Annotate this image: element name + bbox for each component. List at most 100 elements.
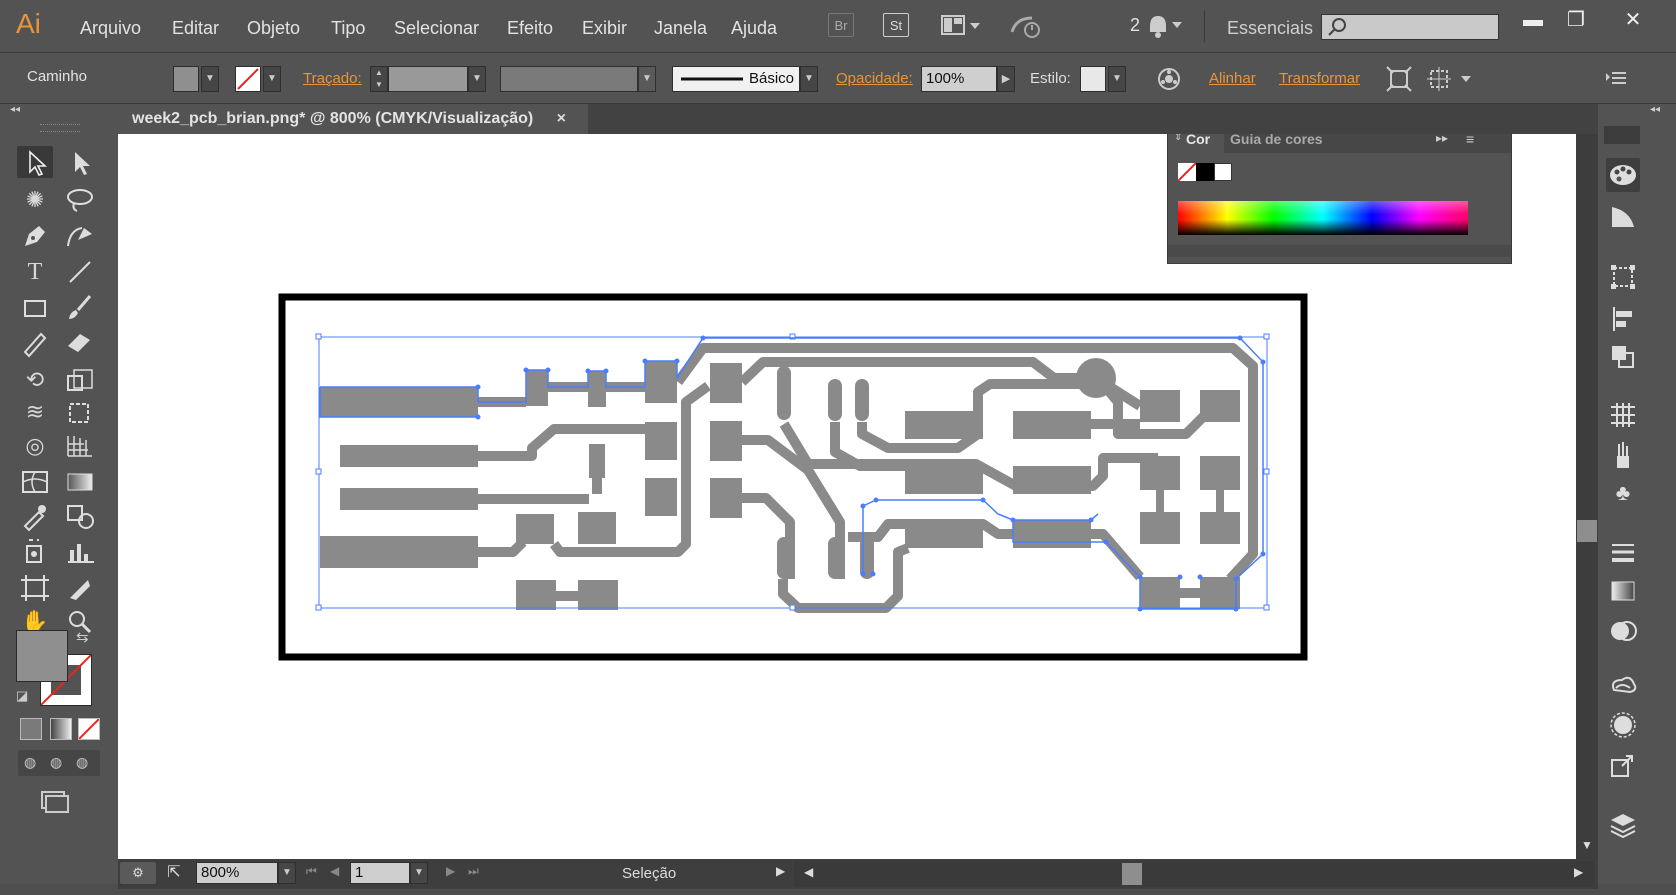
swatches-panel-icon[interactable] — [1606, 398, 1640, 432]
cc-libraries-icon[interactable] — [1606, 668, 1640, 702]
scroll-down-icon[interactable]: ▼ — [1581, 838, 1593, 852]
fill-dropdown[interactable]: ▼ — [201, 66, 219, 92]
shape-builder-tool-icon[interactable]: ◎ — [25, 433, 45, 458]
expand-panel-icon[interactable]: ▸▸ — [1436, 134, 1449, 145]
curvature-tool-icon[interactable] — [62, 220, 98, 252]
brush-definition-field[interactable]: Básico — [672, 66, 800, 92]
menu-efeito[interactable]: Efeito — [507, 18, 554, 38]
vertical-scrollbar[interactable]: ▼ — [1576, 134, 1598, 859]
artboard-canvas[interactable]: ⇕ Cor Guia de cores ▸▸ ≡ — [118, 134, 1576, 859]
line-segment-tool-icon[interactable] — [62, 256, 98, 288]
close-tab-icon[interactable]: × — [556, 110, 566, 127]
arrange-documents-icon[interactable] — [940, 13, 986, 39]
stroke-weight-field[interactable] — [388, 66, 468, 92]
none-mode-icon[interactable] — [78, 718, 100, 740]
artboard-number-input[interactable]: 1 — [350, 862, 410, 884]
menu-janela[interactable]: Janela — [654, 18, 708, 38]
document-tab[interactable]: week2_pcb_brian.png* @ 800% (CMYK/Visual… — [118, 104, 588, 134]
symbols-panel-icon[interactable]: ♣ — [1615, 480, 1631, 505]
gradient-panel-icon[interactable] — [1606, 574, 1640, 608]
dock-grip[interactable] — [1604, 126, 1640, 144]
swap-fill-stroke-icon[interactable]: ⇆ — [76, 629, 89, 646]
menu-tipo[interactable]: Tipo — [331, 18, 366, 38]
align-panel-icon[interactable] — [1606, 302, 1640, 336]
artboard-dropdown[interactable]: ▼ — [410, 862, 428, 884]
gradient-tool-icon[interactable] — [62, 466, 98, 498]
transform-link[interactable]: Transformar — [1279, 70, 1361, 87]
artboard-tool-icon[interactable] — [17, 572, 53, 604]
previous-artboard-icon[interactable]: ◀ — [330, 864, 340, 878]
width-profile-dropdown[interactable]: ▼ — [638, 66, 656, 92]
tab-color-guide[interactable]: Guia de cores — [1230, 134, 1323, 147]
magic-wand-tool-icon[interactable]: ✺ — [25, 187, 45, 212]
gradient-mode-icon[interactable] — [50, 718, 72, 740]
style-dropdown[interactable]: ▼ — [1108, 66, 1126, 92]
appearance-panel-icon[interactable] — [1606, 708, 1640, 742]
hand-tool-icon[interactable]: ✋ — [21, 609, 49, 634]
gpu-performance-icon[interactable]: ⚙ — [120, 862, 156, 884]
stroke-swatch[interactable] — [235, 66, 261, 92]
draw-behind-icon[interactable]: ◍ — [50, 754, 63, 770]
share-icon[interactable]: ⇱ — [167, 864, 181, 881]
first-artboard-icon[interactable]: ⏮ — [306, 864, 317, 878]
none-swatch[interactable] — [1177, 162, 1197, 182]
scale-tool-icon[interactable] — [62, 364, 98, 396]
scroll-right-icon[interactable]: ▶ — [1574, 865, 1584, 879]
select-similar-icon[interactable] — [1425, 65, 1475, 93]
slice-tool-icon[interactable] — [62, 572, 98, 604]
free-transform-tool-icon[interactable] — [62, 396, 98, 428]
fill-color-front[interactable] — [16, 630, 68, 682]
paintbrush-tool-icon[interactable] — [62, 292, 98, 324]
color-mode-icon[interactable] — [20, 718, 42, 740]
menu-selecionar[interactable]: Selecionar — [394, 18, 480, 38]
stroke-panel-icon[interactable] — [1606, 536, 1640, 570]
collapse-tools-icon[interactable]: ◂◂ — [10, 104, 21, 115]
transform-panel-icon[interactable] — [1606, 260, 1640, 294]
menu-arquivo[interactable]: Arquivo — [80, 18, 142, 38]
asset-export-icon[interactable] — [1606, 748, 1640, 782]
stroke-dropdown[interactable]: ▼ — [263, 66, 281, 92]
search-input[interactable] — [1321, 14, 1499, 40]
eraser-tool-icon[interactable] — [62, 326, 98, 358]
bridge-button[interactable]: Br — [828, 13, 854, 37]
sync-settings-icon[interactable] — [1008, 12, 1044, 40]
last-artboard-icon[interactable]: ⏭ — [468, 864, 479, 878]
draw-normal-icon[interactable]: ◍ — [24, 754, 37, 770]
type-tool-icon[interactable]: T — [27, 259, 43, 285]
width-tool-icon[interactable]: ≋ — [25, 399, 45, 424]
tab-cor-toggle-icon[interactable]: ⇕ — [1174, 134, 1183, 143]
pen-tool-icon[interactable] — [17, 220, 53, 252]
align-link[interactable]: Alinhar — [1209, 70, 1256, 87]
pcb-artwork[interactable] — [118, 134, 1576, 859]
zoom-tool-icon[interactable] — [62, 606, 98, 638]
status-menu-arrow-icon[interactable]: ▶ — [776, 864, 786, 878]
maximize-button[interactable]: ❐ — [1567, 9, 1585, 31]
workspace-switcher[interactable]: Essenciais — [1227, 18, 1314, 38]
stroke-weight-stepper[interactable]: ▲▼ — [370, 66, 388, 92]
zoom-dropdown[interactable]: ▼ — [278, 862, 296, 884]
symbol-sprayer-tool-icon[interactable] — [17, 536, 53, 568]
menu-editar[interactable]: Editar — [172, 18, 220, 38]
minimize-button[interactable]: ▬ — [1523, 9, 1543, 31]
shaper-tool-icon[interactable] — [17, 326, 53, 358]
next-artboard-icon[interactable]: ▶ — [446, 864, 456, 878]
isolate-selected-icon[interactable] — [1385, 65, 1413, 93]
color-panel-icon[interactable] — [1606, 158, 1640, 192]
stroke-label[interactable]: Traçado: — [303, 70, 362, 87]
blend-tool-icon[interactable] — [62, 500, 98, 532]
opacity-slider-button[interactable]: ▶ — [997, 66, 1015, 92]
vertical-scroll-thumb[interactable] — [1577, 520, 1597, 542]
horizontal-scrollbar[interactable]: ◀ ▶ — [794, 861, 1594, 887]
menu-ajuda[interactable]: Ajuda — [731, 18, 778, 38]
layers-panel-icon[interactable] — [1606, 808, 1640, 842]
eyedropper-tool-icon[interactable] — [17, 500, 53, 532]
selection-tool-icon[interactable] — [17, 146, 53, 178]
color-panel-footer[interactable] — [1168, 245, 1511, 257]
brush-dropdown[interactable]: ▼ — [800, 66, 818, 92]
close-window-button[interactable]: ✕ — [1624, 9, 1642, 31]
rotate-tool-icon[interactable]: ⟲ — [25, 367, 45, 392]
direct-selection-tool-icon[interactable] — [62, 146, 98, 178]
perspective-grid-tool-icon[interactable] — [62, 430, 98, 462]
graphic-style-swatch[interactable] — [1080, 66, 1106, 92]
transparency-panel-icon[interactable] — [1606, 614, 1640, 648]
